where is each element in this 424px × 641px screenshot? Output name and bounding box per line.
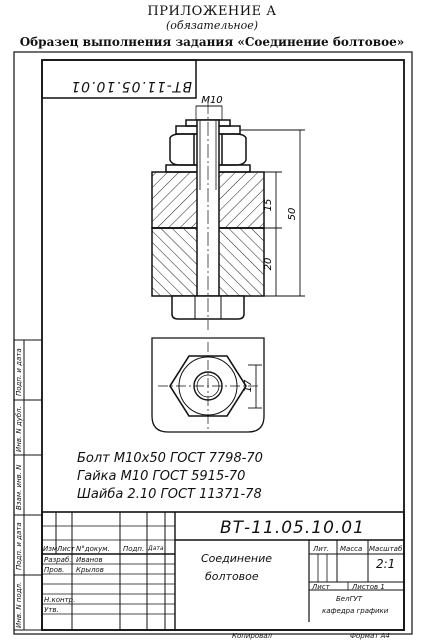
side-strip — [13, 339, 43, 631]
prov-name: Крылов — [76, 566, 104, 574]
kopiroval-label: Копировал — [232, 632, 272, 640]
page-title: Образец выполнения задания «Соединение б… — [19, 35, 405, 49]
masshtab-label: Масштаб — [369, 545, 403, 553]
stamp-box — [41, 59, 197, 99]
podp-data-label-1: Подп. и дата — [15, 522, 23, 570]
inv-podl-label: Инв. N подл. — [15, 581, 23, 628]
lit-label: Лит. — [313, 545, 330, 553]
format-label: Формат А4 — [350, 632, 390, 640]
col-date: Дата — [148, 545, 164, 552]
org-name: БелГУТ — [336, 595, 363, 603]
dim-20: 20 — [263, 258, 274, 271]
col-sign: Подп. — [123, 545, 145, 553]
spec-bolt: Болт М10х50 ГОСТ 7798-70 — [77, 451, 263, 466]
inv-dubl-label: Инв. N дубл. — [15, 406, 23, 452]
vzam-inv-label: Взам. инв. N — [15, 464, 23, 510]
document-name-line1: Соединение — [201, 552, 273, 565]
spec-washer: Шайба 2.10 ГОСТ 11371-78 — [77, 487, 262, 502]
appendix-label: ПРИЛОЖЕНИЕ А — [147, 4, 277, 19]
appendix-required: (обязательное) — [165, 19, 259, 32]
dim-15: 15 — [263, 199, 274, 212]
razrab-label: Разраб. — [44, 556, 72, 564]
title-block-grid — [41, 511, 405, 631]
thread-label: M10 — [201, 95, 222, 106]
col-docnum: N°докум. — [76, 545, 110, 553]
razrab-name: Иванов — [76, 556, 103, 564]
spec-nut: Гайка М10 ГОСТ 5915-70 — [77, 469, 246, 484]
col-list: Лист — [57, 545, 75, 553]
dimension-lines — [240, 129, 305, 409]
nkontr-label: Н.контр. — [44, 596, 76, 604]
stamp-code: ВТ-11.05.10.01 — [70, 78, 192, 94]
podp-data-label-2: Подп. и дата — [15, 348, 23, 396]
sheets-label: Листов 1 — [352, 583, 385, 591]
document-name-line2: болтовое — [205, 570, 259, 583]
utv-label: Утв. — [44, 606, 59, 614]
sheet-label: Лист — [312, 583, 330, 591]
col-izm: Изм — [43, 545, 58, 553]
massa-label: Масса — [340, 545, 363, 553]
document-code: ВТ-11.05.10.01 — [220, 518, 365, 538]
org-department: кафедра графики — [322, 607, 389, 615]
prov-label: Пров. — [44, 566, 65, 574]
scale-value: 2:1 — [376, 557, 396, 571]
top-view — [151, 337, 265, 433]
dim-50: 50 — [287, 208, 298, 221]
